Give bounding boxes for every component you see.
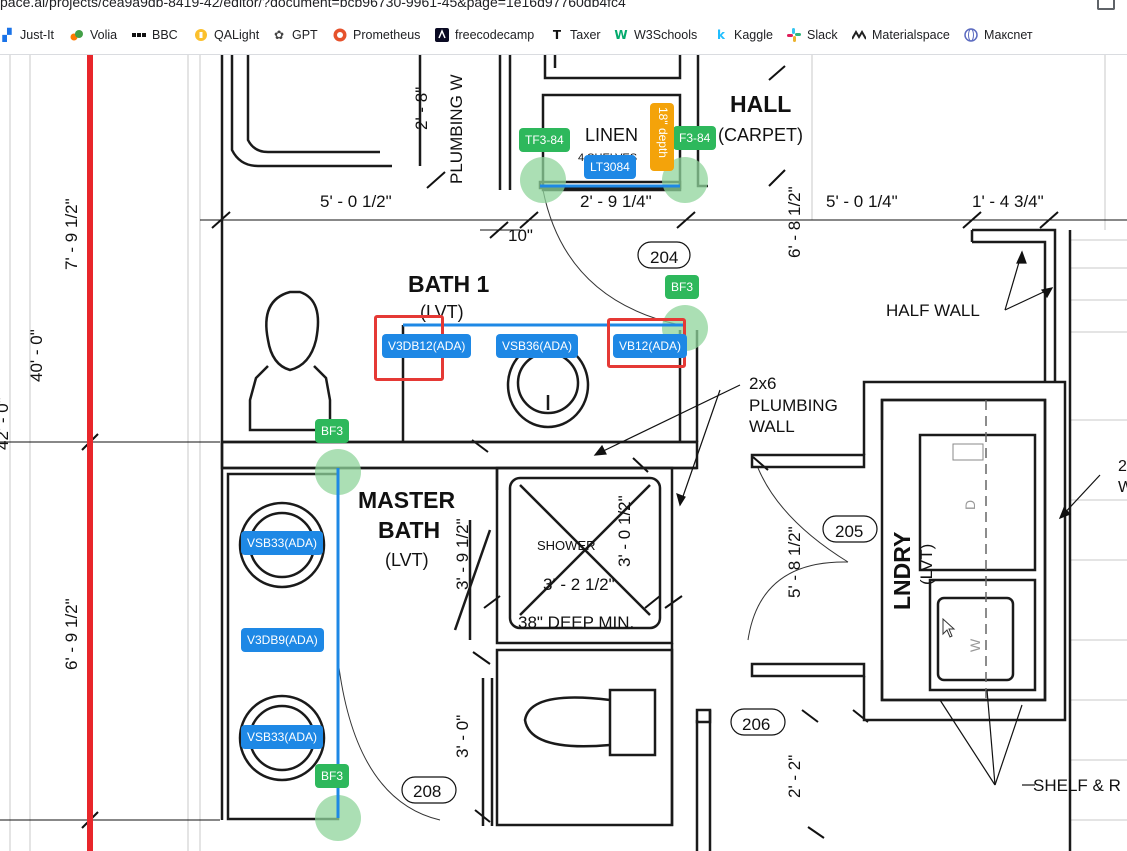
- address-bar[interactable]: pace.ai/projects/cea9a9db-8419-42/editor…: [0, 0, 1127, 14]
- cabinet-tag-v3db12[interactable]: V3DB12(ADA): [382, 334, 472, 358]
- bookmark-slack[interactable]: Slack: [787, 26, 838, 44]
- bookmark-gpt[interactable]: ✿ GPT: [273, 28, 318, 42]
- dim-42: 42' - 0": [0, 397, 12, 450]
- kaggle-icon: k: [717, 28, 725, 42]
- prometheus-icon: [333, 28, 347, 42]
- bulb-icon: [194, 28, 208, 42]
- bookmark-qalight[interactable]: QALight: [194, 26, 259, 44]
- bookmark-prometheus[interactable]: Prometheus: [333, 26, 420, 44]
- bookmark-bbc[interactable]: BBC: [132, 26, 178, 44]
- dim-3-0: 3' - 0": [453, 715, 472, 758]
- floor-plan-canvas[interactable]: HALL (CARPET) LINEN 4 SHELVES BATH 1 (LV…: [0, 55, 1127, 851]
- door-208-label: 208: [413, 782, 441, 801]
- bookmark-maksnet[interactable]: Максnет: [964, 26, 1033, 44]
- fixture-tag-bf3-master[interactable]: BF3: [315, 419, 350, 443]
- openai-icon: ✿: [273, 28, 285, 42]
- taxer-icon: T: [552, 28, 562, 42]
- w3-icon: W: [614, 28, 628, 42]
- fixture-tag-bf3-bath1[interactable]: BF3: [665, 275, 700, 299]
- door-tag-208: [401, 776, 457, 804]
- room-lndry: LNDRY: [889, 532, 915, 610]
- note-2x6: 2x6: [749, 374, 776, 393]
- door-205-label: 205: [835, 522, 863, 541]
- bookmark-freecodecamp[interactable]: freecodecamp: [435, 26, 534, 44]
- cabinet-tag-v3db9[interactable]: V3DB9(ADA): [241, 628, 324, 652]
- dim-3-2-5: 3' - 2 1/2": [543, 575, 615, 594]
- door-tag-204: [637, 241, 691, 269]
- fixture-tag-tf3-84-left[interactable]: TF3-84: [519, 128, 570, 152]
- door-tag-205: [822, 515, 878, 543]
- dim-10: 10": [508, 226, 533, 245]
- room-lndry-sub: (LVT): [917, 544, 936, 585]
- bookmark-w3schools[interactable]: W W3Schools: [614, 28, 698, 42]
- room-hall: HALL: [730, 91, 791, 117]
- dim-5-0-5: 5' - 0 1/2": [320, 192, 392, 211]
- cabinet-tag-vsb36[interactable]: VSB36(ADA): [496, 334, 579, 358]
- appliance-dryer: D: [962, 500, 978, 510]
- extensions-icon[interactable]: [1097, 0, 1115, 10]
- bookmark-taxer[interactable]: T Taxer: [550, 26, 601, 44]
- cabinet-tag-vsb33-bottom[interactable]: VSB33(ADA): [241, 725, 324, 749]
- note-wall: WALL: [749, 417, 795, 436]
- room-bath1: BATH 1: [408, 271, 490, 297]
- squares-icon: ▞: [2, 28, 12, 42]
- bookmarks-bar: ▞ Just-It Volia BBC QALight ✿ GPT Promet…: [0, 14, 1127, 55]
- dim-7-9-5: 7' - 9 1/2": [62, 198, 81, 270]
- depth-note-text: 18" depth: [656, 107, 670, 158]
- dim-2-2: 2' - 2": [785, 755, 804, 798]
- note-plumbing: PLUMBING: [749, 396, 838, 415]
- fixture-tag-bf3-master-bottom[interactable]: BF3: [315, 764, 350, 788]
- room-hall-sub: (CARPET): [718, 125, 803, 145]
- dim-1-4-75: 1' - 4 3/4": [972, 192, 1044, 211]
- dim-2-8: 2' - 8": [412, 87, 431, 130]
- fixture-tag-tf3-84-right[interactable]: F3-84: [673, 126, 717, 150]
- globe-icon: [964, 28, 978, 42]
- slack-icon: [787, 28, 801, 42]
- dim-6-9-5: 6' - 9 1/2": [62, 598, 81, 670]
- room-master-bath: BATH: [378, 517, 440, 543]
- url-text[interactable]: pace.ai/projects/cea9a9db-8419-42/editor…: [0, 0, 626, 10]
- bookmark-kaggle[interactable]: k Kaggle: [714, 26, 773, 44]
- room-master-sub: (LVT): [385, 550, 429, 570]
- depth-note-tag[interactable]: 18" depth: [650, 103, 674, 171]
- dim-5-0-25: 5' - 0 1/4": [826, 192, 898, 211]
- cabinet-tag-lt3084[interactable]: LT3084: [584, 155, 636, 179]
- fcc-icon: [435, 28, 449, 42]
- appliance-washer: W: [967, 638, 983, 652]
- door-204-label: 204: [650, 248, 678, 267]
- note-plumbing-w: PLUMBING W: [447, 74, 466, 184]
- bookmark-volia[interactable]: Volia: [70, 26, 117, 44]
- bbc-icon: [132, 28, 146, 42]
- dim-3-9-5: 3' - 9 1/2": [453, 518, 472, 590]
- room-shower: SHOWER: [537, 538, 596, 553]
- note-right-w: W: [1118, 479, 1127, 496]
- note-half-wall: HALF WALL: [886, 301, 980, 320]
- dim-5-8-5: 5' - 8 1/2": [785, 526, 804, 598]
- room-master: MASTER: [358, 487, 456, 513]
- dim-6-8-5: 6' - 8 1/2": [785, 186, 804, 258]
- door-206-label: 206: [742, 715, 770, 734]
- door-tag-206: [730, 708, 786, 736]
- mouse-cursor-icon: [942, 618, 956, 638]
- note-shelf: SHELF & R: [1033, 776, 1121, 795]
- bookmark-just-it[interactable]: ▞ Just-It: [0, 26, 54, 44]
- cabinet-tag-vsb33-top[interactable]: VSB33(ADA): [241, 531, 324, 555]
- materialspace-icon: [851, 28, 867, 42]
- bookmark-materialspace[interactable]: Materialspace: [851, 26, 950, 44]
- dim-2-9-25: 2' - 9 1/4": [580, 192, 652, 211]
- dim-40-0: 40' - 0": [27, 329, 46, 382]
- dim-3-0-5: 3' - 0 1/2": [615, 495, 634, 567]
- cabinet-tag-vb12[interactable]: VB12(ADA): [613, 334, 688, 358]
- dim-38-deep: 38" DEEP MIN.: [518, 613, 634, 632]
- volia-icon: [70, 28, 84, 42]
- room-linen: LINEN: [585, 125, 638, 145]
- note-right-num: 2: [1118, 458, 1127, 475]
